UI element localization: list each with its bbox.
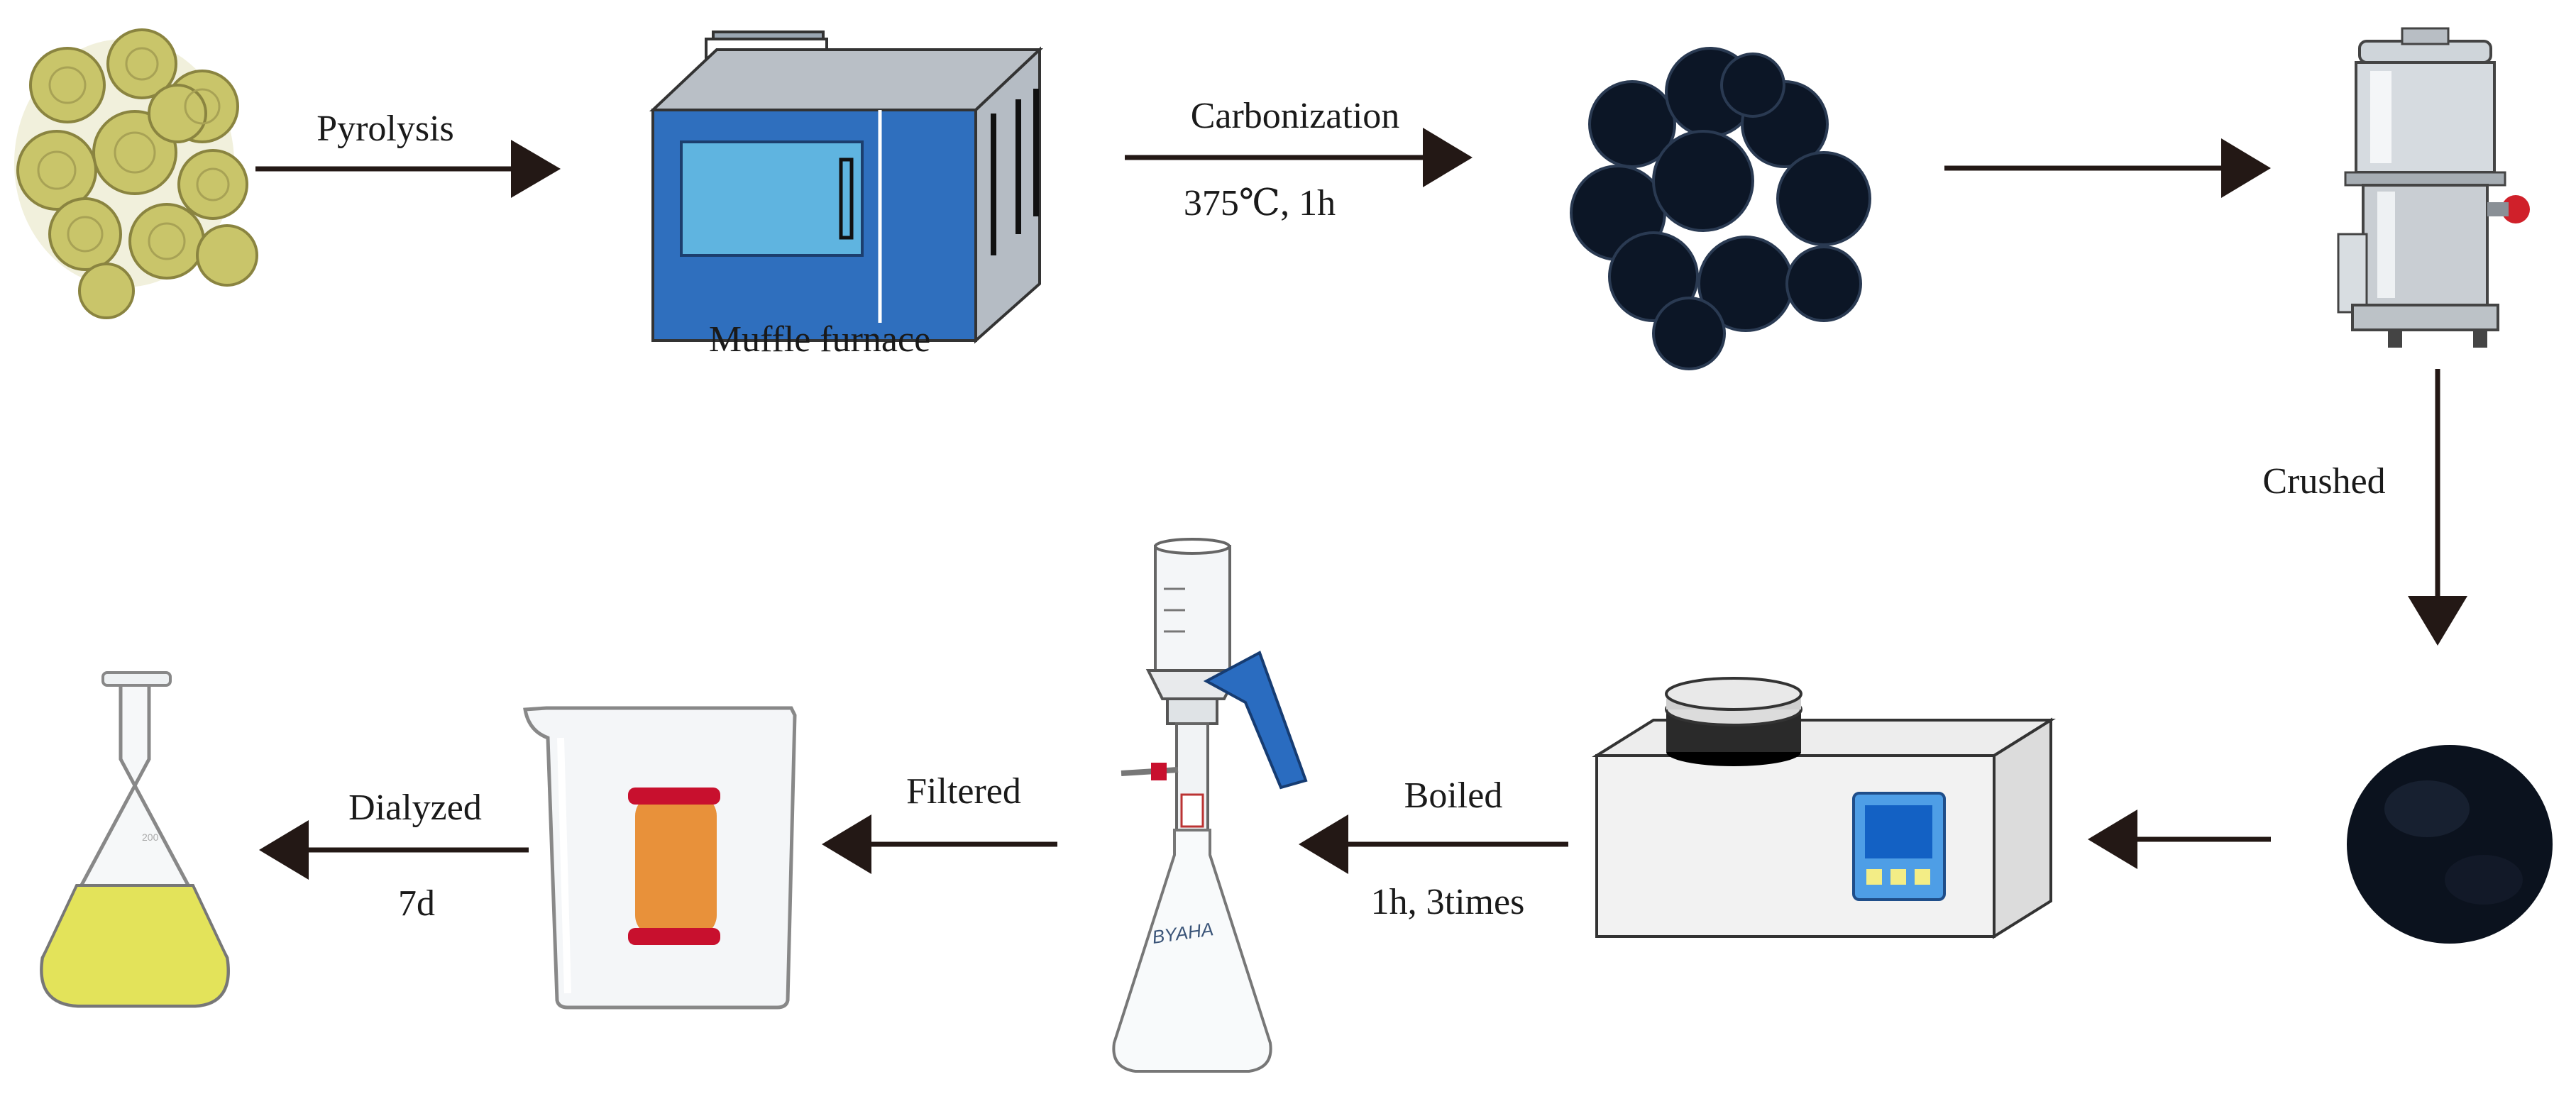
edge-label-boiled: Boiled [1404, 775, 1503, 816]
edge-sublabel-carbonization: 375℃, 1h [1184, 183, 1336, 223]
black-powder-icon [2347, 745, 2553, 944]
erlenmeyer-flask-icon: 200 [40, 671, 230, 1008]
edge-dialyzed-arrow [259, 820, 529, 880]
edge-crushed-arrow [2408, 369, 2467, 646]
edge-label-crushed: Crushed [2262, 461, 2385, 502]
edge-filtered-arrow [822, 814, 1057, 874]
edge-boiled-arrow [1299, 814, 1568, 874]
muffle-furnace-icon [649, 31, 1044, 344]
edge-label-filtered: Filtered [906, 771, 1021, 812]
edge-sublabel-dialyzed: 7d [398, 883, 435, 924]
edge-label-carbonization: Carbonization [1191, 96, 1400, 136]
edge-pyrolysis-arrow [255, 140, 561, 198]
heating-plate-icon [1592, 677, 2056, 939]
edge-sublabel-boiled: 1h, 3times [1371, 882, 1525, 922]
edge-label-dialyzed: Dialyzed [348, 788, 482, 828]
edge-charcoal-grinder-arrow [1944, 138, 2271, 198]
vacuum-filter-icon: BYAHA [1112, 538, 1308, 1073]
herb-slices-icon [14, 28, 258, 319]
dialysis-beaker-icon [523, 706, 797, 1010]
carbonized-pieces-icon [1570, 47, 1871, 370]
grinder-icon [2337, 27, 2530, 348]
svg-text:200: 200 [142, 831, 159, 843]
node-label-furnace: Muffle furnace [709, 319, 930, 360]
edge-carbonization-arrow [1125, 128, 1473, 187]
edge-label-pyrolysis: Pyrolysis [317, 109, 454, 149]
edge-powder-hotplate-arrow [2088, 810, 2271, 869]
